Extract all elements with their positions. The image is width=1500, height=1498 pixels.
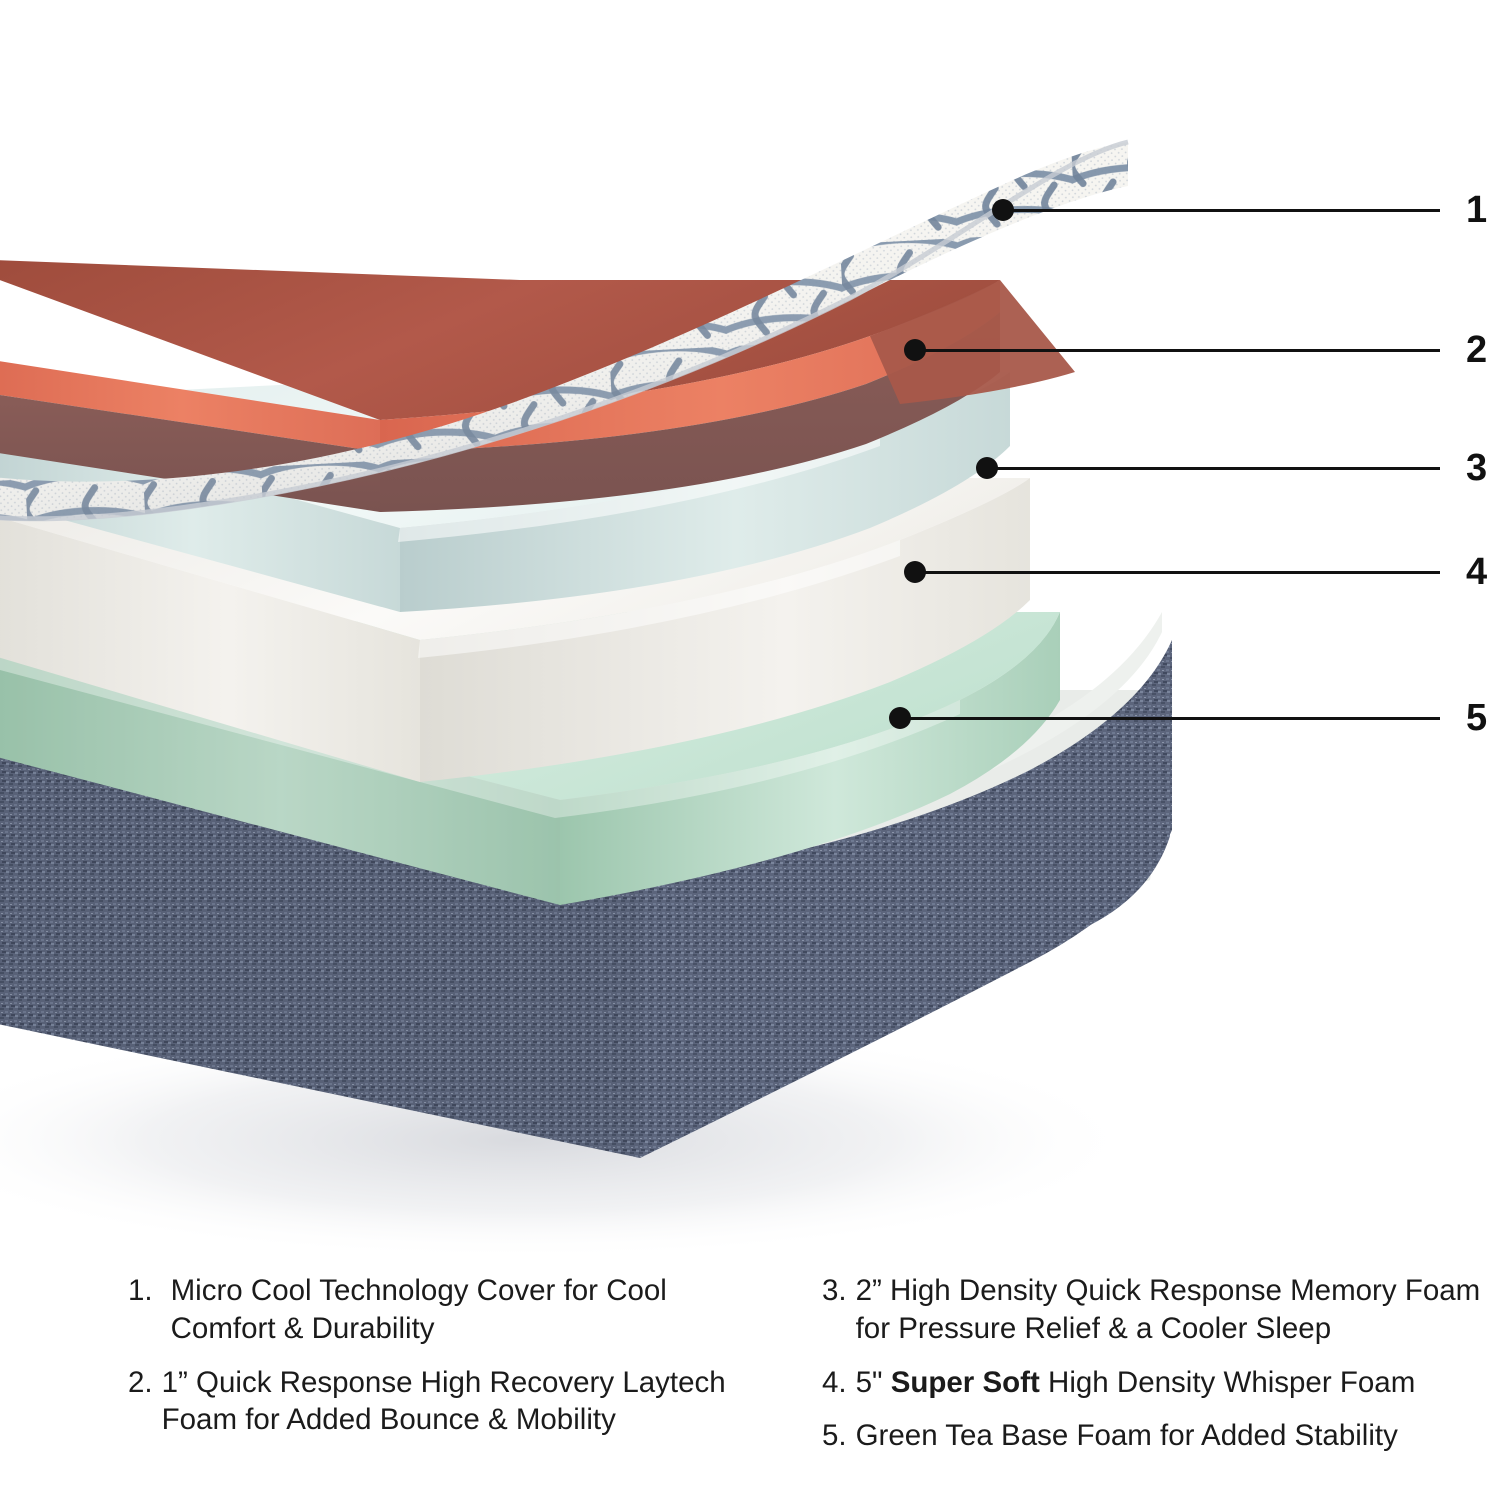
callout-number-4: 4 [1466, 551, 1488, 593]
callout-dot-5 [889, 707, 911, 729]
callout-number-2: 2 [1466, 329, 1488, 371]
legend: 1. Micro Cool Technology Cover for Cool … [0, 1272, 1500, 1498]
mattress-layer-diagram: 1 2 3 4 5 [0, 139, 1488, 1260]
layer-laytech-foam [0, 260, 1075, 512]
layer-micro-cool-cover [0, 139, 1129, 522]
legend-item-3-number: 3. [822, 1274, 847, 1307]
callout-number-1: 1 [1466, 189, 1488, 231]
callout-line-3 [987, 467, 1440, 470]
legend-column-left: 1. Micro Cool Technology Cover for Cool … [128, 1272, 768, 1455]
legend-item-2: 2. 1” Quick Response High Recovery Layte… [128, 1364, 768, 1440]
legend-item-2-number: 2. [128, 1365, 153, 1399]
legend-item-4-text: 5" Super Soft High Density Whisper Foam [856, 1364, 1482, 1402]
legend-item-4-text-before: 5" [855, 1365, 891, 1399]
legend-item-4-number: 4. [822, 1365, 847, 1399]
callout-dot-2 [904, 339, 926, 361]
legend-item-4: 4. 5" Super Soft High Density Whisper Fo… [822, 1364, 1482, 1402]
callout-line-2 [915, 349, 1440, 352]
legend-item-1-number: 1. [128, 1274, 153, 1307]
legend-item-4-text-bold: Super Soft [890, 1365, 1040, 1399]
callout-dot-4 [904, 561, 926, 583]
legend-column-right: 3. 2” High Density Quick Response Memory… [822, 1272, 1482, 1471]
legend-item-3-text: 2” High Density Quick Response Memory Fo… [855, 1274, 1481, 1345]
legend-item-2-text: 1” Quick Response High Recovery Laytech … [161, 1365, 726, 1437]
legend-item-5: 5. Green Tea Base Foam for Added Stabili… [822, 1417, 1482, 1455]
callout-dot-3 [976, 457, 998, 479]
legend-item-4-text-after: High Density Whisper Foam [1039, 1365, 1416, 1399]
legend-item-5-number: 5. [822, 1419, 847, 1453]
mattress-illustration [0, 139, 1173, 1260]
callout-dot-1 [992, 199, 1014, 221]
callout-number-5: 5 [1466, 697, 1488, 739]
legend-item-1-text: Micro Cool Technology Cover for Cool Com… [170, 1274, 667, 1345]
legend-item-5-text: Green Tea Base Foam for Added Stability [855, 1419, 1398, 1453]
callout-number-3: 3 [1466, 447, 1488, 489]
callout-line-5 [900, 717, 1440, 720]
legend-item-3: 3. 2” High Density Quick Response Memory… [822, 1272, 1482, 1348]
callout-line-1 [1003, 209, 1440, 212]
callout-line-4 [915, 571, 1440, 574]
legend-item-1: 1. Micro Cool Technology Cover for Cool … [128, 1272, 768, 1348]
